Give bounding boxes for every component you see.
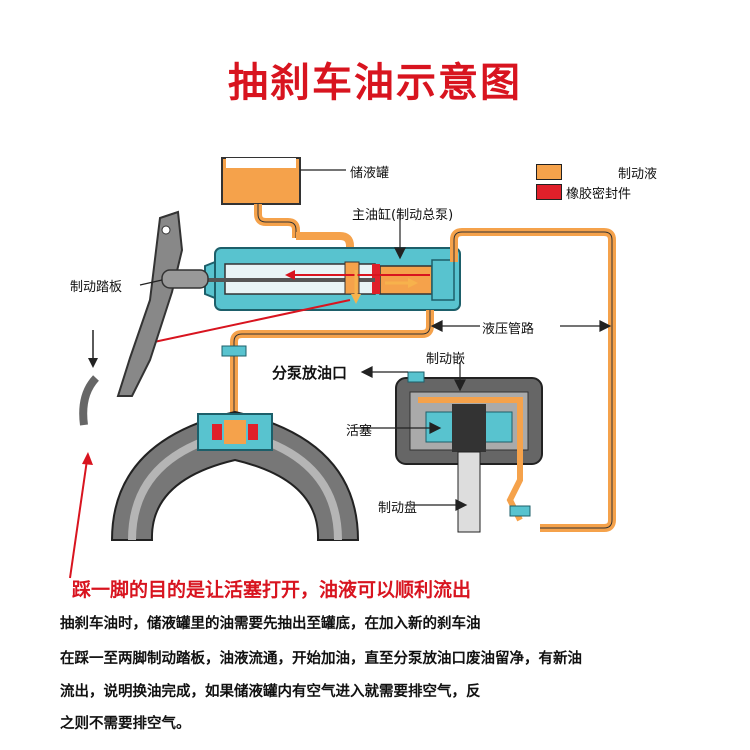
label-hydraulic-pipe: 液压管路 bbox=[482, 322, 535, 337]
legend-swatch-brake-fluid bbox=[536, 164, 562, 180]
reservoir-illustration bbox=[221, 157, 301, 238]
paragraph-line-3: 流出，说明换油完成，如果储液罐内有空气进入就需要排空气，反 bbox=[60, 684, 481, 700]
label-brake-pedal: 制动踏板 bbox=[70, 280, 123, 295]
legend-swatch-rubber-seal bbox=[536, 184, 562, 200]
caption-arrow bbox=[69, 452, 93, 579]
label-master-cylinder: 主油缸(制动总泵) bbox=[352, 208, 454, 223]
master-cylinder-illustration bbox=[190, 247, 461, 311]
brake-pedal-illustration bbox=[79, 210, 209, 426]
caliper-illustration bbox=[395, 371, 543, 533]
label-reservoir: 储液罐 bbox=[350, 166, 390, 181]
label-bleed-port: 分泵放油口 bbox=[272, 364, 348, 382]
paragraph-line-2: 在踩一至两脚制动踏板，油液流通，开始加油，直至分泵放油口废油留净，有新油 bbox=[60, 651, 582, 667]
paragraph-line-4: 之则不需要排空气。 bbox=[60, 716, 191, 732]
caption: 踩一脚的目的是让活塞打开，油液可以顺利流出 bbox=[72, 579, 472, 601]
legend-label-rubber-seal: 橡胶密封件 bbox=[566, 187, 632, 202]
flow-arrows bbox=[136, 270, 430, 350]
legend-label-brake-fluid: 制动液 bbox=[618, 167, 658, 182]
leader-lines bbox=[139, 169, 612, 511]
diagram-title: 抽刹车油示意图 bbox=[228, 60, 522, 106]
reservoir-feed-pipe bbox=[296, 232, 354, 262]
label-brake-disc: 制动盘 bbox=[378, 501, 418, 516]
label-piston: 活塞 bbox=[346, 424, 373, 439]
drum-brake-illustration bbox=[110, 410, 360, 541]
label-caliper: 制动嵌 bbox=[426, 352, 466, 367]
paragraph-line-1: 抽刹车油时，储液罐里的油需要先抽出至罐底，在加入新的刹车油 bbox=[60, 616, 481, 632]
